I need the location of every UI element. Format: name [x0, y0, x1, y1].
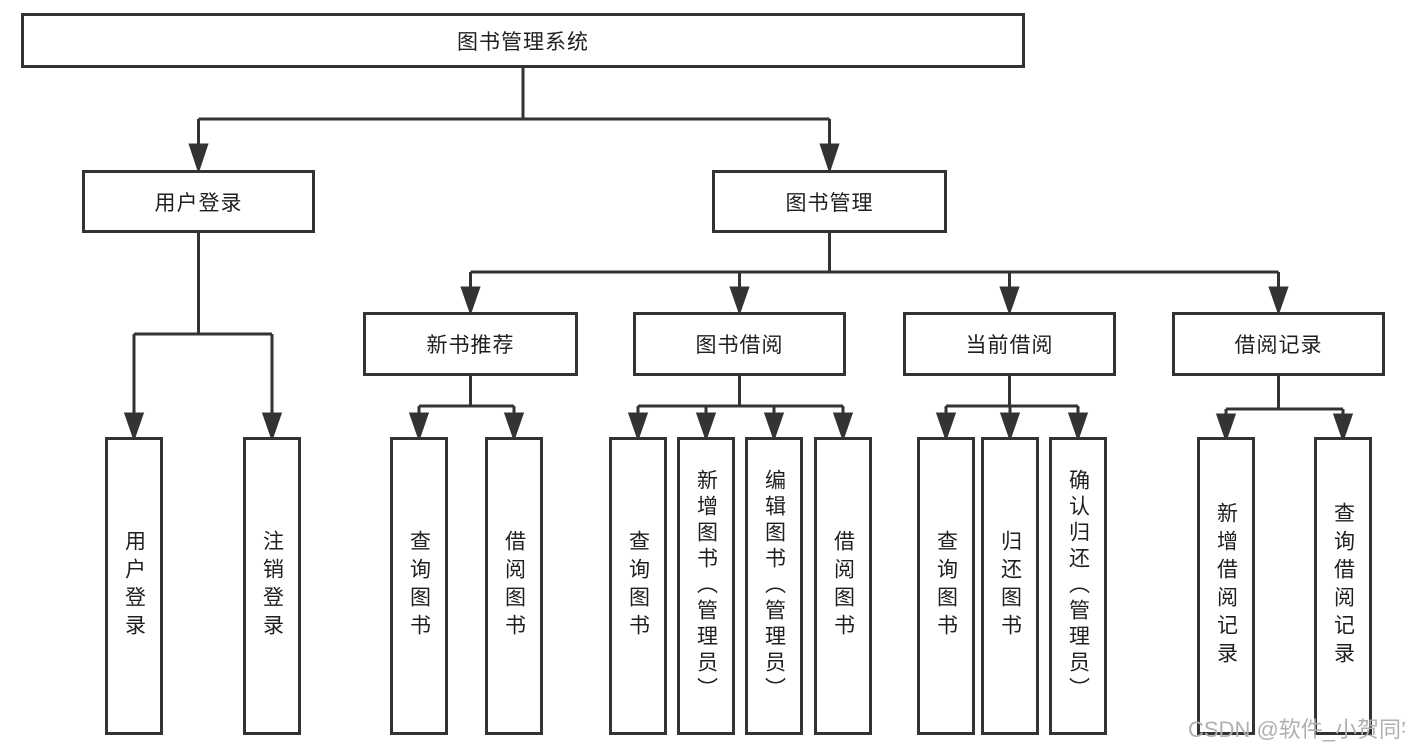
arrowhead [763, 412, 785, 442]
branch-box-user-login: 用户登录 [82, 170, 315, 233]
leaf-label: 用户登录 [122, 530, 146, 642]
arrowhead [999, 412, 1021, 442]
arrowhead [1268, 286, 1289, 316]
csdn-watermark: CSDN @软件_小贺同学 [1188, 717, 1405, 742]
arrowhead [1067, 412, 1089, 442]
arrowhead [261, 412, 283, 442]
section-label: 当前借阅 [965, 334, 1054, 357]
branch-box-book-management: 图书管理 [712, 170, 947, 233]
leaf-box-add-borrow-record: 新增借阅记录 [1197, 437, 1255, 735]
arrowhead [695, 412, 717, 442]
arrowhead [460, 286, 481, 316]
leaf-box-confirm-return-admin: 确认归还（管理员） [1049, 437, 1107, 735]
leaf-label: 归还图书 [998, 530, 1022, 642]
section-box-book-borrow: 图书借阅 [633, 312, 846, 376]
leaf-label: 查询图书 [934, 530, 958, 642]
arrowhead [819, 143, 840, 174]
arrowhead [408, 412, 430, 442]
root-label: 图书管理系统 [457, 30, 589, 54]
leaf-box-query-books: 查询图书 [390, 437, 448, 735]
leaf-box-user-login: 用户登录 [105, 437, 163, 735]
leaf-label: 借阅图书 [831, 530, 855, 642]
connector-root [197, 68, 831, 147]
leaf-label: 查询图书 [626, 530, 650, 642]
leaf-box-query-borrow-record: 查询借阅记录 [1314, 437, 1372, 735]
root-box-library-system: 图书管理系统 [21, 13, 1025, 68]
leaf-box-query-books: 查询图书 [917, 437, 975, 735]
arrowhead [123, 412, 145, 442]
arrowhead [999, 286, 1020, 316]
connector-current-borrow [944, 376, 1080, 415]
arrowhead [188, 143, 209, 174]
leaf-label: 查询借阅记录 [1331, 502, 1355, 670]
leaf-box-borrow-books: 借阅图书 [485, 437, 543, 735]
leaf-label: 确认归还（管理员） [1066, 469, 1090, 703]
section-box-new-books: 新书推荐 [363, 312, 578, 376]
leaf-label: 新增借阅记录 [1214, 502, 1238, 670]
branch-label: 图书管理 [785, 191, 874, 215]
connector-new-books [417, 376, 516, 415]
connector-book-borrow [636, 376, 845, 415]
leaf-box-edit-books-admin: 编辑图书（管理员） [745, 437, 803, 735]
arrowhead [503, 412, 525, 442]
leaf-label: 注销登录 [260, 530, 284, 642]
arrowhead [1215, 413, 1237, 443]
section-label: 借阅记录 [1234, 334, 1323, 357]
connector-borrow-records [1224, 376, 1345, 416]
leaf-box-return-books: 归还图书 [981, 437, 1039, 735]
section-label: 图书借阅 [695, 334, 784, 357]
leaf-label: 借阅图书 [502, 530, 526, 642]
leaf-box-add-books-admin: 新增图书（管理员） [677, 437, 735, 735]
leaf-box-logout: 注销登录 [243, 437, 301, 735]
section-box-current-borrow: 当前借阅 [903, 312, 1116, 376]
section-box-borrow-records: 借阅记录 [1172, 312, 1385, 376]
arrowhead [832, 412, 854, 442]
leaf-box-query-books: 查询图书 [609, 437, 667, 735]
leaf-box-borrow-books: 借阅图书 [814, 437, 872, 735]
arrowhead [627, 412, 649, 442]
leaf-label: 编辑图书（管理员） [762, 469, 786, 703]
leaf-label: 新增图书（管理员） [694, 469, 718, 703]
leaf-label: 查询图书 [407, 530, 431, 642]
arrowhead [729, 286, 750, 316]
connector-user-login [132, 233, 274, 415]
arrowhead [1332, 413, 1354, 443]
arrowhead [935, 412, 957, 442]
connector-book-management [469, 233, 1280, 289]
section-label: 新书推荐 [426, 334, 515, 357]
branch-label: 用户登录 [154, 191, 243, 215]
